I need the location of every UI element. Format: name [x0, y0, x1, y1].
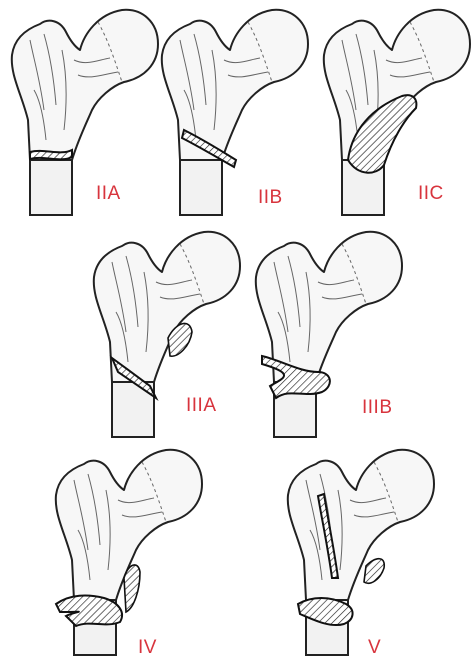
femur-figure-iia — [12, 10, 158, 215]
figure-label-iia: IIA — [96, 184, 121, 204]
femur-figure-iv — [56, 450, 202, 655]
femur-figure-v — [288, 450, 434, 655]
femur-figure-iiia — [94, 232, 240, 437]
femur-figure-iic — [324, 10, 470, 215]
figure-label-iiib: IIIB — [362, 398, 393, 418]
figure-label-iib: IIB — [258, 188, 283, 208]
fragment-iv — [124, 565, 140, 612]
figure-label-iiia: IIIA — [186, 396, 217, 416]
figure-label-iv: IV — [138, 638, 157, 658]
figure-label-iic: IIC — [418, 184, 444, 204]
fragment-v — [364, 559, 384, 584]
figure-label-v: V — [368, 638, 381, 658]
femur-figure-iib — [162, 10, 308, 215]
fracture-line-iia — [30, 150, 72, 159]
